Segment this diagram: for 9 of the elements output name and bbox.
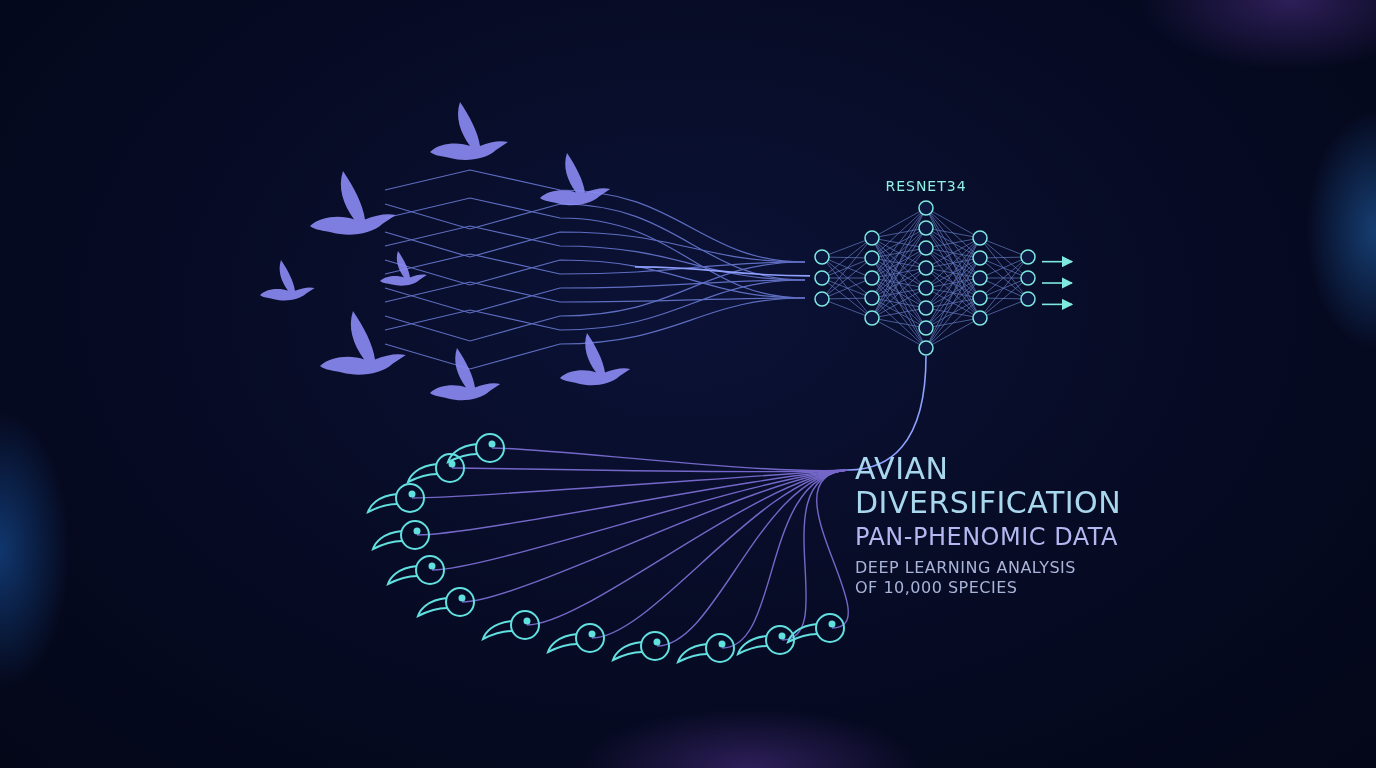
arrow [1041,277,1074,289]
arrow [1041,298,1074,310]
connector-line [847,355,927,471]
subtitle: PAN-PHENOMIC DATA [855,522,1119,552]
network-label: RESNET34 [884,178,968,194]
arrow [1041,256,1074,268]
title: AVIAN DIVERSIFICATION [855,452,1123,520]
description: DEEP LEARNING ANALYSIS OF 10,000 SPECIES [855,558,1077,598]
connector-line [634,266,811,277]
